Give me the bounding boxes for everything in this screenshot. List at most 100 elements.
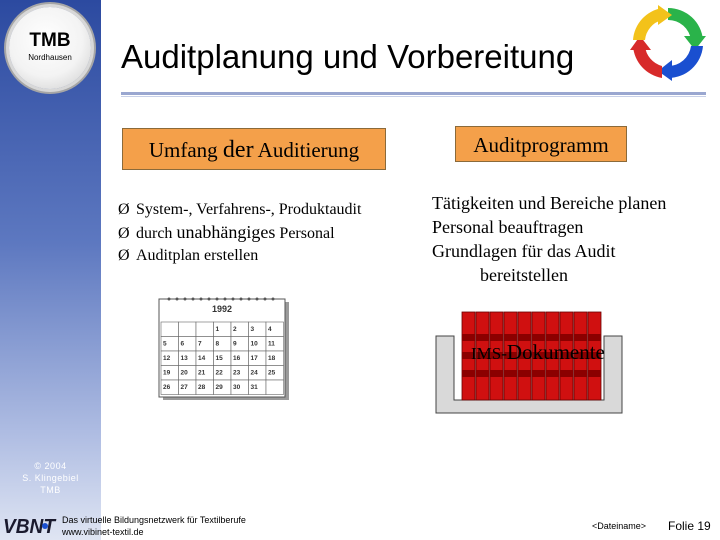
list-item-text: Grundlagen für das Audit — [432, 241, 616, 261]
slide-number: Folie 19 — [668, 519, 711, 533]
calendar-day: 26 — [163, 384, 171, 391]
calendar-cell — [195, 321, 214, 337]
sidebar: TMB Nordhausen © 2004 S. Klingebiel TMB — [0, 0, 101, 540]
calendar-day: 30 — [233, 384, 241, 391]
folder-band — [476, 370, 489, 377]
document-folders-image — [435, 311, 623, 414]
list-item-text: System-, Verfahrens-, Produktaudit — [136, 201, 362, 218]
folder-band — [560, 370, 573, 377]
list-item: Ø System-, Verfahrens-, Produktaudit — [118, 199, 361, 221]
folder-band — [546, 352, 559, 359]
folder-band — [532, 352, 545, 359]
list-item: Ø Auditplan erstellen — [118, 245, 361, 267]
calendar-day: 5 — [163, 341, 167, 348]
calendar-day: 16 — [233, 355, 241, 362]
folder-band — [462, 334, 475, 341]
folder-band — [476, 334, 489, 341]
calendar-day: 15 — [216, 355, 224, 362]
folder-band — [574, 352, 587, 359]
calendar-cell — [160, 321, 179, 337]
calendar-cell — [265, 379, 284, 395]
copyright-line: © 2004 — [34, 461, 67, 471]
docs-label-text: Dokumente — [506, 340, 605, 364]
folder-band — [504, 370, 517, 377]
calendar-day: 8 — [216, 341, 220, 348]
scope-box: Umfang der Auditierung — [122, 128, 386, 170]
docs-label: IMS-Dokumente — [471, 340, 605, 365]
footer-url: www.vibinet-textil.de — [62, 527, 144, 537]
scope-box-suffix: Auditierung — [253, 138, 360, 162]
folder-band — [560, 352, 573, 359]
folder-band — [476, 352, 489, 359]
folder-band — [518, 352, 531, 359]
calendar-day: 17 — [251, 355, 259, 362]
calendar-day: 7 — [198, 341, 202, 348]
calendar-day: 12 — [163, 355, 171, 362]
footer-line: Das virtuelle Bildungsnetzwerk für Texti… — [62, 515, 246, 525]
folder-band — [490, 370, 503, 377]
calendar-day: 21 — [198, 370, 206, 377]
folder-band — [504, 352, 517, 359]
arrow-bullet-icon: Ø — [118, 225, 130, 242]
program-box: Auditprogramm — [455, 126, 627, 162]
folder-band — [532, 334, 545, 341]
folder-band — [560, 334, 573, 341]
folder-band — [518, 334, 531, 341]
calendar-day: 11 — [268, 341, 275, 348]
cycle-arrows-icon — [630, 5, 706, 81]
folder-band — [490, 334, 503, 341]
calendar-day: 19 — [163, 370, 171, 377]
list-item-text: Tätigkeiten und Bereiche planen — [432, 193, 667, 213]
arrow-bullet-icon: Ø — [118, 201, 130, 218]
logo-sub-text: Nordhausen — [28, 53, 72, 62]
list-item: Tätigkeiten und Bereiche planen — [414, 191, 666, 215]
vbnt-logo-text: VBNT — [3, 516, 57, 536]
calendar-day: 25 — [268, 370, 276, 377]
footer-filename: <Dateiname> — [592, 521, 647, 531]
page-title: Auditplanung und Vorbereitung — [121, 38, 575, 75]
folder-band — [546, 370, 559, 377]
list-item-text: Auditplan erstellen — [136, 247, 259, 264]
folder-band — [546, 334, 559, 341]
list-item-text: Personal beauftragen — [432, 217, 584, 237]
calendar-day: 10 — [251, 341, 259, 348]
calendar-day: 2 — [233, 326, 237, 333]
calendar-day: 14 — [198, 355, 206, 362]
scope-box-big: der — [222, 137, 254, 163]
program-list: Tätigkeiten und Bereiche planen Personal… — [414, 191, 666, 287]
folder-band — [588, 334, 601, 341]
logo-main-text: TMB — [29, 30, 71, 51]
vbnt-logo: VBNT — [3, 516, 57, 536]
folder-band — [574, 334, 587, 341]
calendar-day: 1 — [216, 326, 220, 333]
folder-band — [588, 370, 601, 377]
calendar-year: 1992 — [212, 304, 232, 314]
copyright-line: TMB — [40, 485, 61, 495]
folder-band — [490, 352, 503, 359]
copyright-text: © 2004 S. Klingebiel TMB — [0, 460, 101, 496]
calendar-day: 20 — [181, 370, 189, 377]
arrow-bullet-icon: Ø — [118, 247, 130, 264]
list-item-emphasis: unabhängiges — [176, 222, 276, 242]
folder-band — [588, 352, 601, 359]
calendar-day: 27 — [181, 384, 189, 391]
folder-band — [504, 334, 517, 341]
calendar-day: 29 — [216, 384, 224, 391]
calendar-day: 18 — [268, 355, 276, 362]
title-divider-thin — [121, 96, 706, 97]
footer-text: Das virtuelle Bildungsnetzwerk für Texti… — [62, 514, 246, 538]
docs-label-prefix: IMS- — [471, 344, 507, 363]
title-divider — [121, 92, 706, 95]
scope-box-prefix: Umfang — [148, 138, 223, 162]
calendar-day: 4 — [268, 326, 272, 333]
calendar-day: 9 — [233, 341, 237, 348]
folder-band — [462, 352, 475, 359]
calendar-day: 28 — [198, 384, 206, 391]
calendar-day: 31 — [251, 384, 259, 391]
list-item-text: Personal — [275, 225, 335, 242]
calendar-cell — [178, 321, 197, 337]
calendar-day: 22 — [216, 370, 224, 377]
